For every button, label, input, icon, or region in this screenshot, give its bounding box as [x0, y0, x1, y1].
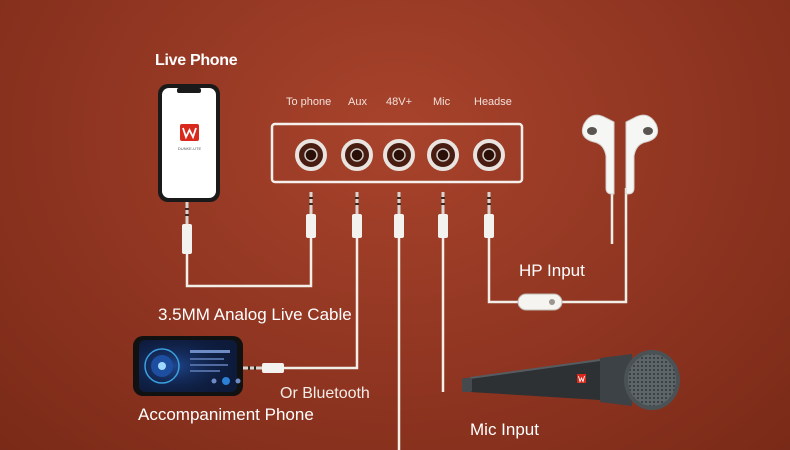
cable-headset: [487, 188, 628, 304]
brand-logo-icon: [180, 124, 199, 141]
live-phone-label: Live Phone: [155, 52, 238, 69]
logo-caption: DUNKE-UTE: [178, 146, 202, 151]
or-bluetooth-label: Or Bluetooth: [280, 385, 370, 402]
port-label-48v: 48V+: [386, 96, 412, 108]
music-app-phone-icon: [133, 336, 243, 396]
port-label-mic: Mic: [433, 96, 451, 108]
cable-live-phone: [185, 238, 313, 288]
port-label-headset: Headse: [474, 96, 512, 108]
hp-input-label: HP Input: [519, 261, 585, 280]
cables: [185, 188, 628, 450]
cable-accompaniment: [283, 238, 359, 370]
port-label-aux: Aux: [348, 96, 367, 108]
audio-jack-icon: [182, 192, 494, 373]
smartphone-icon: DUNKE-UTE: [158, 84, 220, 202]
microphone-icon: [462, 350, 680, 410]
accompaniment-phone-label: Accompaniment Phone: [138, 405, 314, 424]
mic-input-label: Mic Input: [470, 420, 539, 439]
port-label-to-phone: To phone: [286, 96, 332, 108]
sound-card-panel: [270, 122, 524, 184]
earbuds-icon: [581, 114, 659, 195]
inline-remote: [517, 293, 563, 311]
analog-cable-label: 3.5MM Analog Live Cable: [158, 305, 352, 324]
port-jacks: [295, 139, 505, 171]
